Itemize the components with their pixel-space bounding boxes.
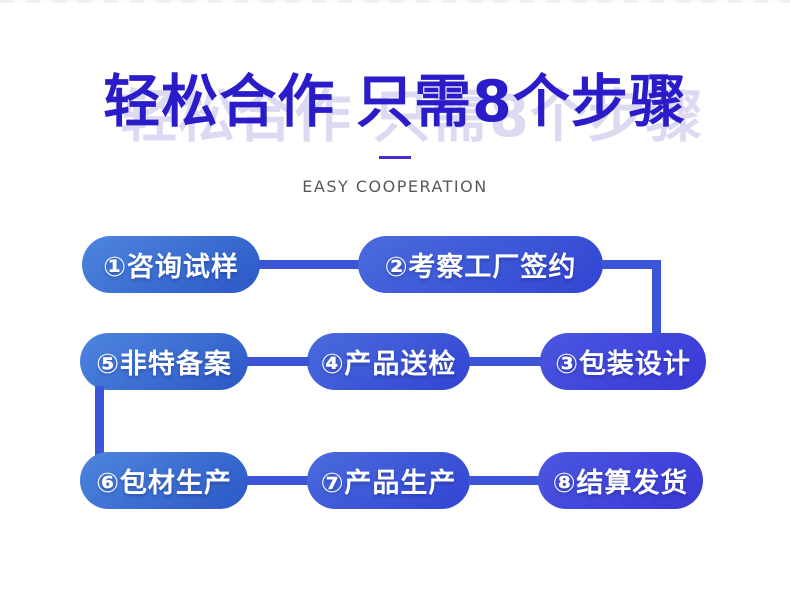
step-pill-1: ①咨询试样 (82, 236, 260, 293)
page-title: 轻松合作 只需8个步骤 (103, 69, 687, 135)
header: 轻松合作 只需8个步骤 轻松合作 只需8个步骤 (0, 69, 790, 150)
step-pill-2: ②考察工厂签约 (358, 236, 603, 293)
connector-step6-step7 (246, 476, 309, 485)
connector-step7-step8 (468, 476, 540, 485)
connector-step2-step3-horizontal (601, 260, 661, 269)
step-pill-7: ⑦产品生产 (307, 452, 470, 509)
connector-step4-step5 (246, 357, 309, 366)
page-subtitle: EASY COOPERATION (302, 177, 488, 196)
connector-step1-step2 (258, 260, 360, 269)
top-border-line (0, 0, 790, 3)
step-pill-4: ④产品送检 (307, 333, 470, 390)
step-pill-6: ⑥包材生产 (80, 452, 248, 509)
step-pill-3: ③包装设计 (540, 333, 706, 390)
step-pill-8: ⑧结算发货 (538, 452, 703, 509)
page-title-shadow: 轻松合作 只需8个步骤 (120, 84, 704, 150)
connector-step5-step6-vertical (95, 386, 104, 456)
title-divider (379, 156, 411, 159)
connector-step2-step3-vertical (652, 260, 661, 340)
connector-step3-step4 (468, 357, 542, 366)
step-pill-5: ⑤非特备案 (80, 333, 248, 390)
